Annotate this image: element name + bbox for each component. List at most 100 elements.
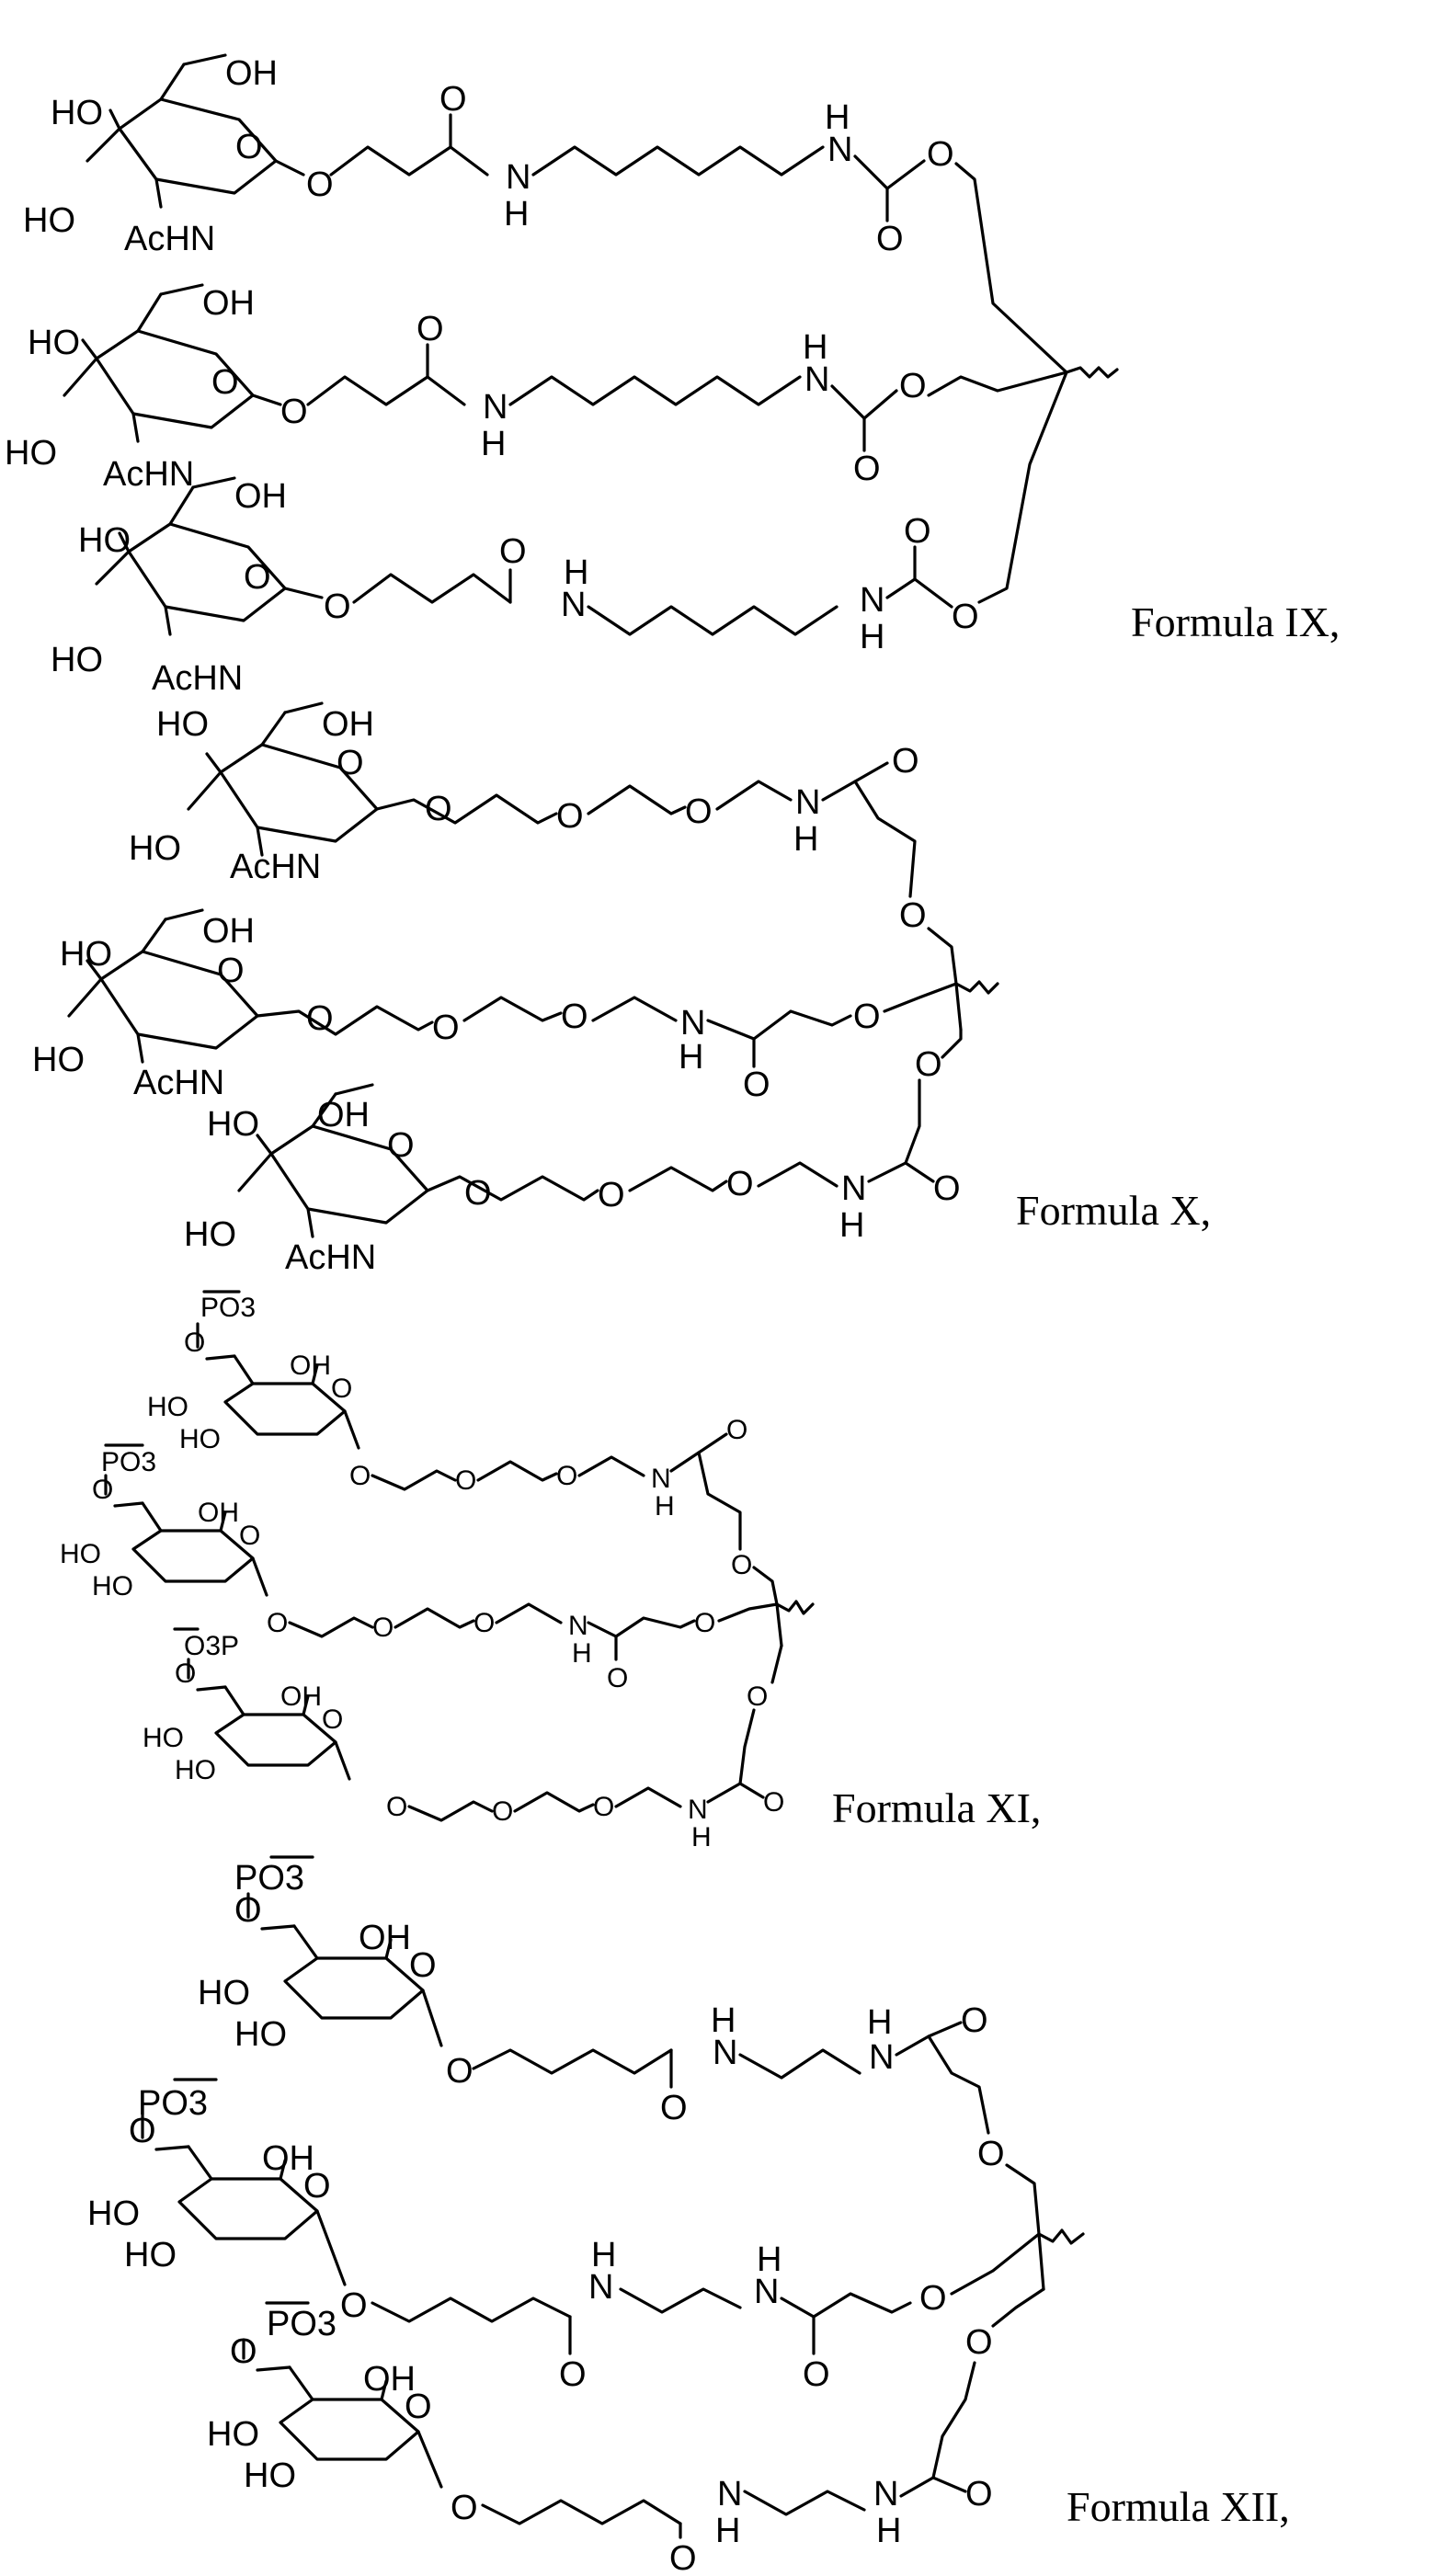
atom-label: N (860, 581, 884, 620)
atom-label: HO (87, 2194, 140, 2233)
atom-label: OH (234, 477, 287, 516)
atom-label: O (405, 2388, 432, 2426)
atom-label: O (349, 1461, 371, 1491)
atom-label: O (607, 1663, 628, 1693)
formula-xii-structure: PO3 O OH HO HO O O O N H N H O O PO3 O O… (87, 1857, 1083, 2576)
atom-label: HO (51, 641, 103, 679)
atom-label: HO (207, 1105, 259, 1144)
atom-label: O (306, 165, 334, 204)
atom-label: HO (92, 1571, 133, 1601)
atom-label: N (506, 158, 531, 197)
atom-label: O (915, 1045, 942, 1084)
atom-label: O (451, 2489, 478, 2527)
formula-ix-label: Formula IX, (1131, 598, 1340, 646)
atom-label: O (853, 450, 881, 488)
atom-label: O (175, 1658, 196, 1689)
atom-label: O (92, 1475, 113, 1505)
atom-label: O (340, 2286, 368, 2325)
atom-label: O (239, 1521, 260, 1551)
atom-label: O (961, 2001, 988, 2040)
atom-label: N (651, 1464, 671, 1494)
atom-label: OH (322, 705, 374, 744)
formula-xi-label: Formula XI, (832, 1784, 1041, 1832)
atom-label: HO (143, 1723, 184, 1753)
formula-x-structure: HO OH HO AcHN O O O O N H O O HO OH HO A… (32, 703, 998, 1277)
atom-label: O (432, 1009, 460, 1047)
formula-x-label: Formula X, (1016, 1186, 1211, 1235)
atom-label: HO (179, 1424, 221, 1454)
atom-label: H (481, 425, 506, 463)
atom-label: H (711, 2001, 736, 2040)
atom-label: HO (78, 521, 131, 560)
atom-label: O (386, 1792, 407, 1822)
atom-label: O (499, 532, 527, 571)
atom-label: H (860, 618, 884, 656)
atom-label: H (691, 1822, 712, 1852)
atom-label: H (504, 195, 529, 234)
atom-label: N (568, 1611, 588, 1641)
atom-label: O (217, 952, 245, 990)
atom-label: O (337, 744, 364, 782)
atom-label: HO (28, 324, 80, 362)
atom-label: N (688, 1795, 708, 1825)
atom-label: PO3 (101, 1447, 156, 1477)
atom-label: HO (207, 2415, 259, 2454)
atom-label: HO (60, 935, 112, 974)
atom-label: O (927, 135, 954, 174)
atom-label: H (655, 1491, 675, 1522)
atom-label: O (904, 512, 931, 551)
atom-label: OH (202, 912, 255, 951)
atom-label: O (331, 1373, 352, 1404)
atom-label: O (235, 128, 263, 166)
atom-label: O (726, 1165, 754, 1203)
atom-label: HO (129, 829, 181, 868)
atom-label: O (743, 1066, 770, 1104)
atom-label: H (867, 2003, 892, 2042)
atom-label: H (876, 2512, 901, 2550)
atom-label: AcHN (133, 1064, 224, 1102)
atom-label: AcHN (124, 220, 215, 258)
atom-label: O (556, 1461, 577, 1491)
atom-label: H (757, 2240, 782, 2279)
atom-label: OH (225, 54, 278, 93)
atom-label: AcHN (230, 848, 321, 886)
atom-label: O (211, 363, 239, 402)
atom-label: HO (124, 2236, 177, 2274)
atom-label: O (876, 220, 904, 258)
atom-label: OH (317, 1096, 370, 1134)
atom-label: O (234, 1891, 262, 1930)
atom-label: O (726, 1415, 747, 1445)
atom-label: AcHN (152, 659, 243, 698)
atom-label: O (446, 2052, 473, 2091)
atom-label: N (795, 783, 820, 822)
atom-label: N (873, 2475, 898, 2513)
atom-label: O (230, 2332, 257, 2371)
atom-label: O (244, 558, 271, 597)
atom-label: O (184, 1328, 205, 1358)
atom-label: HO (60, 1539, 101, 1569)
atom-label: O (853, 997, 881, 1036)
atom-label: N (869, 2038, 894, 2077)
atom-label: O (409, 1946, 437, 1985)
atom-label: HO (156, 705, 209, 744)
atom-label: O (280, 393, 308, 431)
atom-label: H (803, 328, 827, 367)
atom-label: O (694, 1608, 715, 1638)
atom-label: O (267, 1608, 288, 1638)
atom-label: O (977, 2135, 1005, 2173)
atom-label: HO (198, 1974, 250, 2012)
atom-label: HO (5, 434, 57, 473)
atom-label: HO (184, 1215, 236, 1254)
atom-label: HO (234, 2015, 287, 2054)
atom-label: H (825, 98, 850, 137)
atom-label: O (455, 1465, 476, 1496)
atom-label: AcHN (103, 455, 194, 494)
atom-label: H (793, 820, 818, 859)
atom-label: O (129, 2112, 156, 2150)
atom-label: PO3 (200, 1293, 256, 1323)
atom-label: HO (175, 1755, 216, 1785)
atom-label: H (839, 1206, 864, 1245)
atom-label: O (899, 896, 927, 935)
formula-ix-structure: HO OH HO AcHN O O O N H N H O O HO OH HO (5, 54, 1117, 698)
